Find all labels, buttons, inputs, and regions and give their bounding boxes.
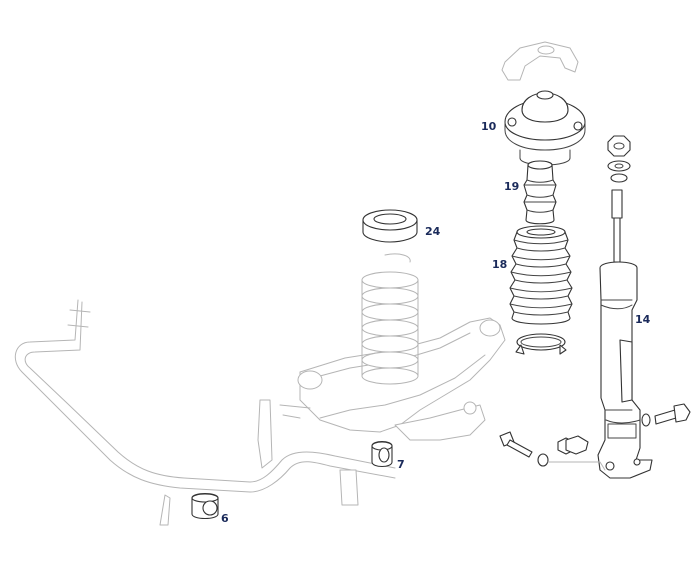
coil-spring — [361, 253, 419, 385]
spring-pad-shape — [362, 209, 418, 243]
arm-washer — [537, 453, 606, 471]
callout-24: 24 — [425, 225, 441, 238]
strut-top-mount-shape — [504, 90, 586, 166]
callout-19: 19 — [504, 180, 519, 193]
strut-bracket — [501, 41, 579, 81]
callout-6: 6 — [221, 512, 229, 525]
lock-nut-top — [607, 135, 631, 157]
callout-14: 14 — [635, 313, 651, 326]
shock-absorber-shape — [597, 189, 653, 479]
arm-nut — [557, 435, 589, 455]
washer-top — [607, 160, 631, 172]
arm-bolt — [499, 431, 533, 458]
callout-7: 7 — [397, 458, 405, 471]
stabilizer-bushing-outer-shape — [191, 492, 219, 520]
stabilizer-bushing-inner-shape — [371, 440, 393, 468]
stabilizer-bar — [14, 299, 396, 526]
callout-18: 18 — [492, 258, 507, 271]
bump-stop-shape — [523, 160, 557, 225]
callout-10: 10 — [481, 120, 497, 133]
boot-clamp — [515, 333, 567, 355]
dust-boot-shape — [509, 225, 573, 325]
shock-mount-bolt — [641, 403, 691, 427]
washer-lower — [610, 173, 628, 183]
